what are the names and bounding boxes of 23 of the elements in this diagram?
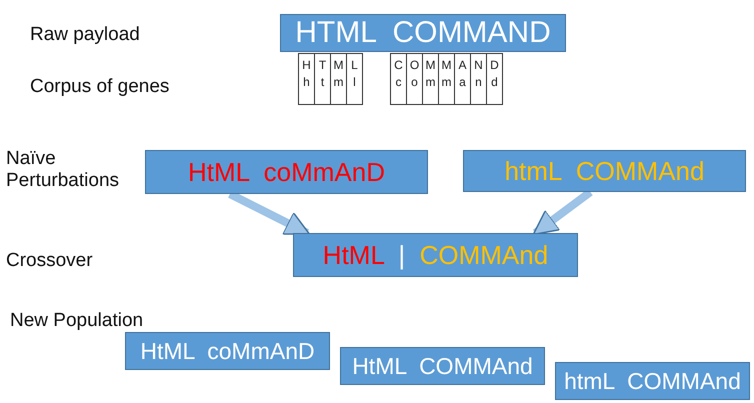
gene-cell: M m — [330, 53, 347, 105]
payload-box: HtML coMmAnD — [125, 332, 330, 370]
stage-label: Naïve Perturbations — [6, 148, 120, 192]
gene-cell: M m — [438, 53, 455, 105]
stage-label: Corpus of genes — [30, 76, 170, 98]
stage-label: Raw payload — [30, 24, 141, 46]
gene-cell: A a — [454, 53, 471, 105]
stage-label: Crossover — [6, 250, 94, 272]
gene-cell: M m — [422, 53, 439, 105]
gene-cell: D d — [486, 53, 503, 105]
payload-box: HtML coMmAnD — [145, 150, 428, 194]
gene-cell: H h — [298, 53, 315, 105]
payload-box: htmL COMMAnd — [555, 362, 750, 400]
stage-label: New Population — [10, 310, 144, 332]
gene-cell: C c — [390, 53, 407, 105]
payload-box: HtML COMMAnd — [340, 347, 545, 385]
payload-box: HtML | COMMAnd — [293, 233, 578, 277]
gene-cell: O o — [406, 53, 423, 105]
gene-cell: N n — [470, 53, 487, 105]
gene-cell: L l — [346, 53, 363, 105]
payload-box: htmL COMMAnd — [463, 150, 746, 192]
gene-cell: T t — [314, 53, 331, 105]
payload-box: HTML COMMAND — [280, 14, 566, 52]
